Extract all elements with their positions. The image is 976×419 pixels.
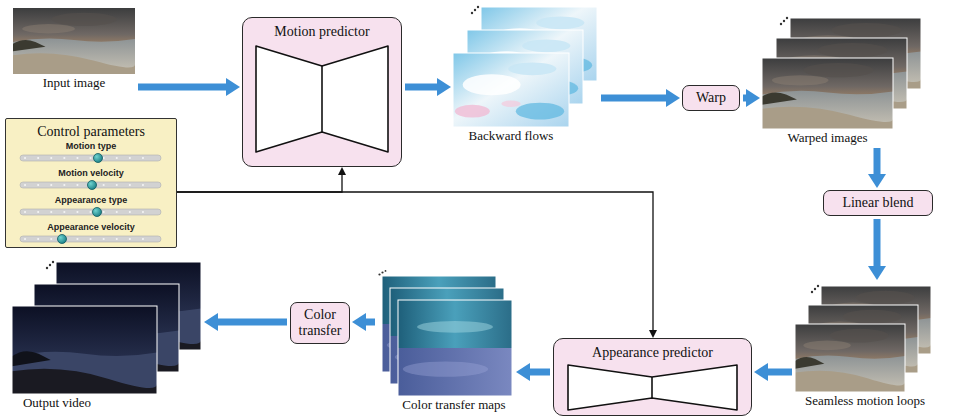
flow-arrow <box>366 319 375 326</box>
flow-arrow <box>218 319 287 326</box>
network-box: Appearance predictor <box>553 338 752 416</box>
control-line <box>177 175 342 192</box>
flow-arrow <box>138 84 226 91</box>
image-caption: Backward flows <box>453 128 569 143</box>
slider-label: Appearance velocity <box>10 222 172 232</box>
image-stack: Warped images <box>762 14 922 145</box>
image-caption: Seamless motion loops <box>795 393 935 408</box>
flow-arrow <box>530 369 550 376</box>
encoder-decoder-symbol <box>567 364 738 411</box>
flow-arrow <box>874 148 881 174</box>
image-caption: Output video <box>12 395 102 410</box>
slider-label: Motion velocity <box>10 168 172 178</box>
flow-arrow <box>768 369 792 376</box>
photo <box>13 8 135 74</box>
parameter-panel: Control parametersMotion typeMotion velo… <box>5 118 177 248</box>
image-with-caption: Input image <box>13 8 135 90</box>
video-stack <box>12 258 202 395</box>
network-title: Motion predictor <box>243 23 401 41</box>
image-caption: Input image <box>13 75 135 90</box>
process-box: Linear blend <box>823 190 933 216</box>
process-label: Color transfer <box>296 307 344 339</box>
panel-title: Control parameters <box>10 123 172 141</box>
flow-stack <box>453 3 597 128</box>
flow-arrow <box>405 84 437 91</box>
slider-label: Motion type <box>10 141 172 151</box>
photo-stack <box>762 14 922 130</box>
image-stack: Output video <box>12 258 202 410</box>
flow-arrow <box>601 95 666 102</box>
photo-stack <box>795 282 932 393</box>
network-title: Appearance predictor <box>554 344 751 362</box>
process-box: Warp <box>682 85 740 111</box>
process-label: Warp <box>688 90 734 106</box>
slider-label: Appearance type <box>10 195 172 205</box>
image-caption: Color transfer maps <box>394 397 514 412</box>
flow-arrow <box>874 219 881 266</box>
network-box: Motion predictor <box>242 17 402 167</box>
image-stack: Backward flows <box>453 3 598 143</box>
process-box: Color transfer <box>290 302 350 344</box>
image-stack: Color transfer maps <box>378 270 514 412</box>
flow-arrow <box>743 95 746 102</box>
encoder-decoder-symbol <box>254 44 390 154</box>
image-caption: Warped images <box>762 130 893 145</box>
process-label: Linear blend <box>829 195 927 211</box>
image-stack: Seamless motion loops <box>795 282 935 408</box>
map-stack <box>378 270 513 397</box>
